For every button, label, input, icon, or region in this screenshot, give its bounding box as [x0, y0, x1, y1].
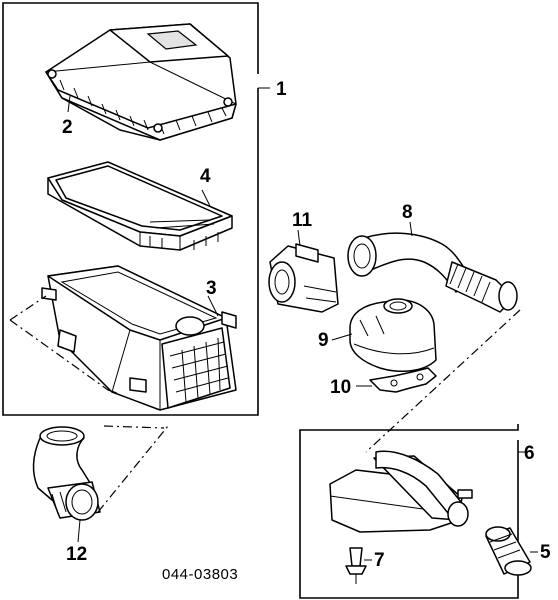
- callout-1: 1: [276, 79, 287, 100]
- callout-2: 2: [62, 117, 73, 138]
- callout-8: 8: [402, 202, 413, 223]
- callout-4: 4: [200, 166, 211, 187]
- air-intake-pipe: [347, 232, 518, 313]
- assembly-guide-line: [9, 295, 121, 395]
- air-cleaner-case: [41, 265, 237, 411]
- clip-pin: [345, 547, 367, 584]
- callout-6: 6: [524, 443, 535, 464]
- resonator: [349, 298, 437, 373]
- connector-hose: [485, 526, 532, 576]
- air-cleaner-cap: [45, 23, 237, 141]
- callout-5: 5: [540, 542, 551, 563]
- callout-10: 10: [330, 377, 351, 398]
- callout-9: 9: [318, 330, 329, 351]
- intake-hose: [32, 426, 101, 521]
- callout-11: 11: [292, 210, 313, 231]
- pipe-guide-line: [365, 309, 521, 453]
- air-cleaner-inlet: [329, 450, 473, 533]
- callout-12: 12: [66, 544, 87, 565]
- air-filter-element: [47, 161, 233, 251]
- callout-7: 7: [374, 550, 385, 571]
- document-number: 044-03803: [162, 566, 238, 583]
- callout-3: 3: [206, 278, 217, 299]
- resonator-bracket: [369, 367, 437, 393]
- leader-lines: [67, 87, 538, 561]
- air-cleaner-group-box: [2, 2, 259, 416]
- airflow-meter: [268, 243, 339, 313]
- intake-hose-guide-line: [97, 425, 169, 513]
